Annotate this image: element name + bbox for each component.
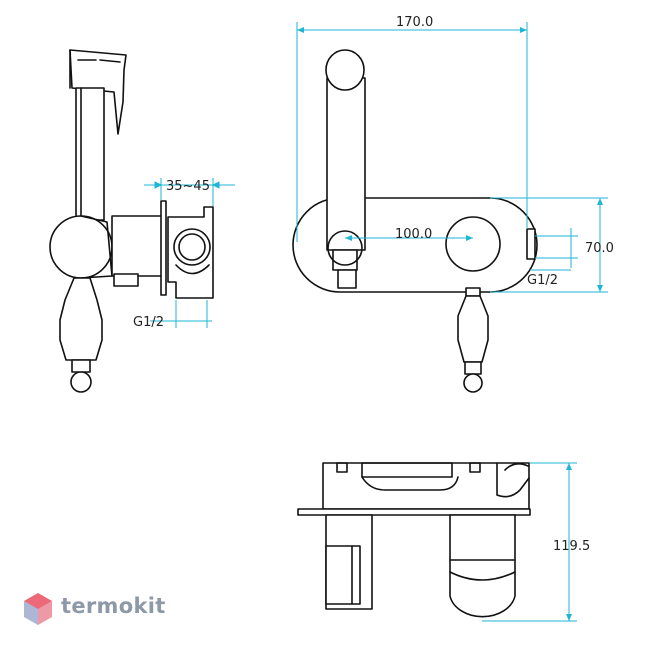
dim-label-170: 170.0 (396, 15, 433, 30)
side-flange (160, 200, 167, 296)
dim-label-119-5: 119.5 (553, 539, 590, 554)
front-handle-knob (463, 373, 483, 393)
top-view (297, 462, 531, 618)
top-rear-box (322, 462, 530, 510)
front-view (292, 49, 538, 393)
side-view (49, 49, 214, 393)
side-handle (59, 277, 103, 361)
side-valve-body (49, 215, 113, 279)
top-view-dimensions (482, 462, 577, 622)
dim-label-35-45: 35~45 (166, 179, 210, 194)
side-view-dimensions (144, 178, 235, 328)
front-inlet (526, 228, 536, 260)
side-wall-block (111, 215, 163, 277)
dim-label-g12-front: G1/2 (527, 273, 558, 288)
dim-label-70: 70.0 (585, 241, 614, 256)
side-handle-knob (70, 371, 92, 393)
termokit-logo-icon (24, 593, 52, 625)
dim-label-g12-side: G1/2 (133, 315, 164, 330)
termokit-logo-text: termokit (61, 594, 166, 618)
dim-label-100: 100.0 (395, 227, 432, 242)
front-holder-tube (326, 77, 366, 251)
front-view-dimensions (296, 22, 608, 293)
top-valve-handle (449, 514, 516, 618)
front-handle (457, 295, 489, 363)
front-holder-cap (325, 49, 365, 91)
top-wall-plate (297, 508, 531, 516)
front-valve-knob (445, 216, 501, 272)
